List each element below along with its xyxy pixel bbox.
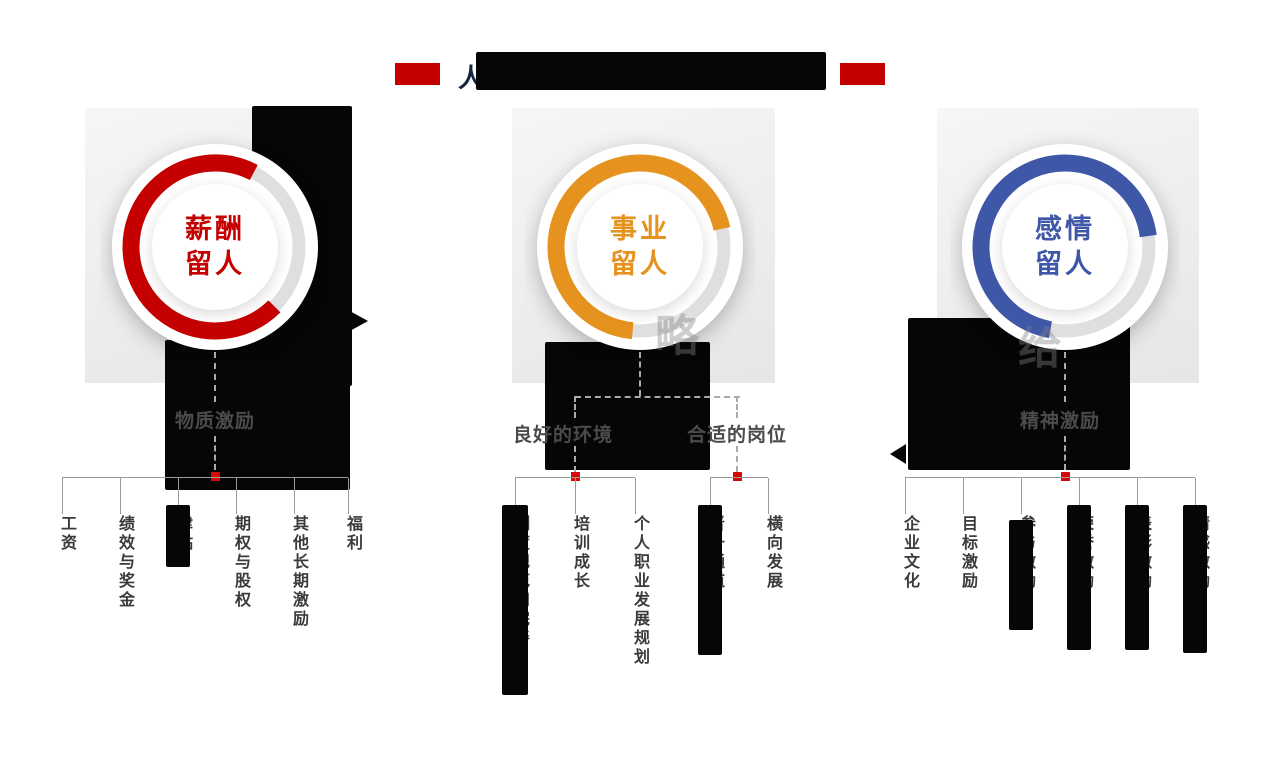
- item-drop: [963, 478, 964, 514]
- branch-line: [515, 477, 635, 478]
- branch-node: [1061, 472, 1070, 481]
- donut-ring-career: [537, 144, 743, 350]
- black-artifact: [1183, 505, 1207, 653]
- item-drop: [236, 478, 237, 514]
- item-drop: [62, 478, 63, 514]
- item-label: 目标激励: [959, 515, 976, 591]
- connector-dashed: [574, 396, 576, 418]
- branch-label-environment: 良好的环境: [512, 425, 613, 446]
- branch-label-spirit: 精神激励: [1019, 411, 1100, 432]
- black-artifact: [698, 505, 722, 655]
- title-accent-left: [395, 63, 440, 85]
- item-label: 绩效与奖金: [116, 515, 133, 610]
- connector-dashed: [736, 446, 738, 472]
- circle-label-line1: 事业: [610, 213, 670, 244]
- branch-node: [211, 472, 220, 481]
- connector-dashed: [736, 396, 738, 418]
- connector-dashed: [1064, 436, 1066, 470]
- circle-label-line2: 留人: [1035, 249, 1095, 279]
- item-drop: [635, 478, 636, 514]
- item-drop: [178, 478, 179, 514]
- item-drop: [575, 478, 576, 514]
- black-artifact: [1009, 520, 1033, 630]
- title-accent-right: [840, 63, 885, 85]
- item-drop: [294, 478, 295, 514]
- circle-label-emotion: 感情 留人: [950, 132, 1180, 362]
- connector-dashed: [574, 446, 576, 472]
- circle-label-line2: 留人: [610, 249, 670, 279]
- connector-dashed: [214, 352, 216, 402]
- branch-node: [733, 472, 742, 481]
- connector-dashed: [1064, 352, 1066, 402]
- item-drop: [348, 478, 349, 514]
- connector-dashed: [639, 352, 641, 396]
- black-artifact: [1067, 505, 1091, 650]
- circle-label-career: 事业 留人: [525, 132, 755, 362]
- item-drop: [710, 478, 711, 514]
- item-drop: [768, 478, 769, 514]
- branch-line: [905, 477, 1195, 478]
- circle-label-line1: 薪酬: [185, 213, 245, 244]
- item-drop: [905, 478, 906, 514]
- donut-ring-salary: [112, 144, 318, 350]
- connector-dashed: [575, 396, 740, 398]
- branch-line: [62, 477, 348, 478]
- watermark-glyph: 给: [1018, 324, 1062, 373]
- black-artifact-title: [476, 52, 826, 90]
- item-label: 培训成长: [571, 515, 588, 591]
- item-label: 工资: [58, 515, 75, 553]
- connector-dashed: [214, 436, 216, 470]
- black-artifact: [166, 505, 190, 567]
- circle-label-salary: 薪酬 留人: [100, 132, 330, 362]
- item-drop: [1079, 478, 1080, 514]
- black-artifact-arrow-left: [890, 444, 906, 464]
- black-artifact-arrow-right: [348, 310, 368, 332]
- circle-label-line1: 感情: [1035, 213, 1095, 244]
- black-artifact: [165, 340, 350, 490]
- item-label: 个人职业发展规划: [631, 515, 648, 667]
- black-artifact: [502, 505, 528, 695]
- donut-ring-emotion: [962, 144, 1168, 350]
- circle-label-line2: 留人: [185, 249, 245, 279]
- item-label: 期权与股权: [232, 515, 249, 610]
- branch-label-material: 物质激励: [174, 411, 255, 432]
- item-drop: [515, 478, 516, 514]
- item-label: 其他长期激励: [290, 515, 307, 629]
- branch-node: [571, 472, 580, 481]
- item-drop: [1195, 478, 1196, 514]
- item-label: 横向发展: [764, 515, 781, 591]
- branch-label-position: 合适的岗位: [686, 425, 787, 446]
- item-label: 企业文化: [901, 515, 918, 591]
- black-artifact: [1125, 505, 1149, 650]
- item-drop: [1137, 478, 1138, 514]
- item-drop: [1021, 478, 1022, 514]
- watermark-glyph: 略: [655, 312, 699, 361]
- branch-line: [710, 477, 768, 478]
- item-label: 福利: [344, 515, 361, 553]
- item-drop: [120, 478, 121, 514]
- black-artifact: [545, 342, 710, 470]
